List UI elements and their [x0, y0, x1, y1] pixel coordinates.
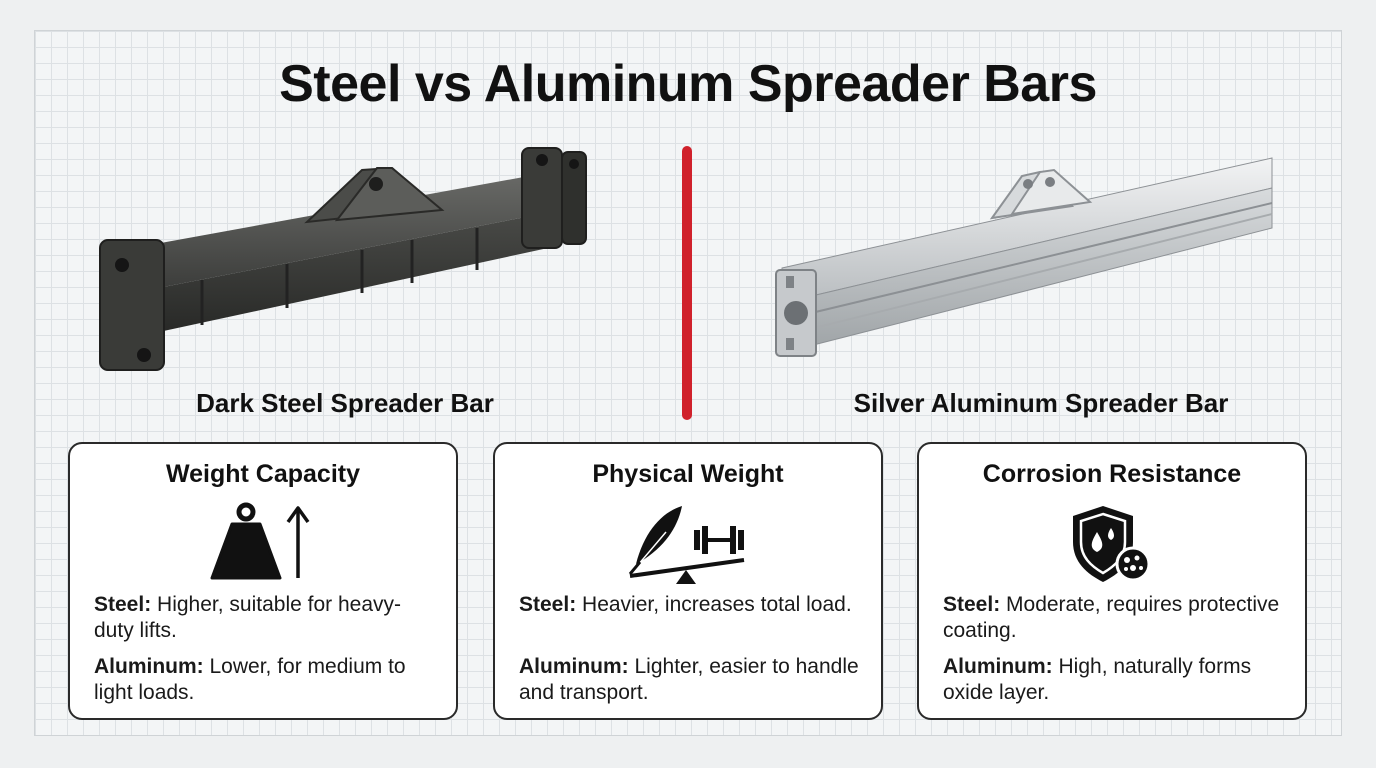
aluminum-label: Aluminum:	[943, 655, 1053, 678]
aluminum-text: High, naturally forms oxide layer.	[943, 655, 1252, 704]
physical-weight-card: Physical Weight Steel: Heavier, increase…	[493, 442, 883, 720]
page-title: Steel vs Aluminum Spreader Bars	[279, 55, 1097, 113]
steel-label: Steel:	[94, 593, 152, 616]
aluminum-bar-label: Silver Aluminum Spreader Bar	[853, 388, 1229, 418]
steel-description: Steel: Heavier, increases total load.	[519, 592, 863, 618]
steel-bar-label: Dark Steel Spreader Bar	[196, 388, 494, 418]
steel-description: Steel: Higher, suitable for heavy-duty l…	[94, 592, 438, 644]
card-title: Corrosion Resistance	[982, 460, 1242, 488]
steel-label: Steel:	[943, 593, 1001, 616]
weight-up-arrow-icon	[210, 502, 310, 580]
steel-text: Heavier, increases total load.	[582, 593, 852, 616]
feather-dumbbell-scale-icon	[628, 506, 745, 584]
aluminum-label: Aluminum:	[94, 655, 204, 678]
steel-label: Steel:	[519, 593, 577, 616]
steel-description: Steel: Moderate, requires protective coa…	[943, 592, 1287, 644]
aluminum-description: Aluminum: Lighter, easier to handle and …	[519, 654, 863, 706]
aluminum-description: Aluminum: High, naturally forms oxide la…	[943, 654, 1287, 706]
shield-droplet-icon	[1073, 506, 1151, 582]
weight-capacity-card: Weight Capacity Steel: Higher, suitable …	[68, 442, 458, 720]
steel-text: Higher, suitable for heavy-duty lifts.	[94, 593, 401, 642]
steel-text: Moderate, requires protective coating.	[943, 593, 1280, 642]
steel-spreader-bar-image	[99, 147, 587, 371]
center-divider	[682, 146, 692, 420]
aluminum-label: Aluminum:	[519, 655, 629, 678]
card-title: Weight Capacity	[165, 460, 361, 488]
aluminum-text: Lighter, easier to handle and transport.	[519, 655, 859, 704]
aluminum-description: Aluminum: Lower, for medium to light loa…	[94, 654, 438, 706]
corrosion-resistance-card: Corrosion Resistance Steel: Moderate, re…	[917, 442, 1307, 720]
card-title: Physical Weight	[592, 460, 784, 488]
aluminum-text: Lower, for medium to light loads.	[94, 655, 406, 704]
aluminum-spreader-bar-image	[775, 157, 1273, 357]
